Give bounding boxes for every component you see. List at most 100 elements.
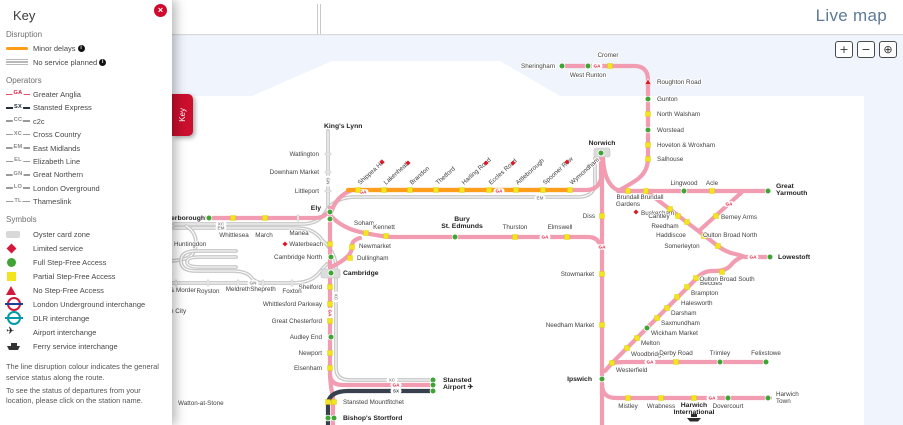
station-label[interactable]: Whittlesford Parkway <box>262 300 324 309</box>
station-marker[interactable] <box>645 156 651 162</box>
station-marker[interactable] <box>675 213 681 219</box>
station-marker[interactable] <box>429 381 437 389</box>
station-marker[interactable] <box>327 241 333 247</box>
station-marker[interactable] <box>513 187 519 193</box>
station-marker[interactable] <box>643 188 649 194</box>
station-marker[interactable] <box>486 187 492 193</box>
station-label[interactable]: Littleport <box>294 187 320 196</box>
station-label[interactable]: Wickham Market <box>650 329 699 338</box>
info-icon[interactable]: i <box>77 45 85 53</box>
station-marker[interactable] <box>599 271 605 277</box>
station-label[interactable]: Saxmundham <box>660 319 701 328</box>
station-label[interactable]: Oulton Broad North <box>702 231 759 240</box>
station-marker[interactable] <box>684 284 690 290</box>
station-marker[interactable] <box>327 284 333 290</box>
station-label[interactable]: Wrabness <box>646 402 676 411</box>
station-marker[interactable] <box>701 233 707 239</box>
station-label[interactable]: Thurston <box>502 223 529 232</box>
station-marker[interactable] <box>607 63 613 69</box>
station-label[interactable]: Woodbridge <box>630 350 666 359</box>
station-label[interactable]: Dovercourt <box>712 402 745 411</box>
station-label[interactable]: Oulton Broad South <box>698 275 756 284</box>
station-marker[interactable] <box>381 187 387 193</box>
station-label[interactable]: Roughton Road <box>656 78 703 87</box>
station-label[interactable]: Foxton <box>281 287 303 296</box>
station-marker[interactable] <box>598 375 606 383</box>
station-marker[interactable] <box>347 255 353 261</box>
station-label[interactable]: Berney Arms <box>720 213 758 222</box>
station-marker[interactable] <box>634 335 640 341</box>
station-label[interactable]: Ely <box>310 204 322 213</box>
station-marker[interactable] <box>719 269 725 275</box>
station-marker[interactable] <box>684 219 690 225</box>
key-tab[interactable]: Key <box>172 94 193 136</box>
station-marker[interactable] <box>429 387 437 395</box>
station-marker[interactable] <box>261 279 265 287</box>
station-marker[interactable] <box>451 233 459 241</box>
station-marker[interactable] <box>644 126 652 134</box>
station-label[interactable]: Sheringham <box>520 62 556 71</box>
station-marker[interactable] <box>584 62 592 70</box>
station-label[interactable]: Bishop's Stortford <box>342 414 403 423</box>
station-marker[interactable] <box>567 187 573 193</box>
station-marker[interactable] <box>383 233 389 239</box>
zoom-out-button[interactable]: − <box>857 41 875 58</box>
station-label[interactable]: Audley End <box>289 333 324 342</box>
station-label[interactable]: Ashwell & Morden <box>146 286 199 295</box>
station-marker[interactable] <box>296 214 300 222</box>
station-marker[interactable] <box>564 234 570 240</box>
station-label[interactable]: Waterbeach <box>288 240 324 249</box>
station-label[interactable]: North Walsham <box>656 110 701 119</box>
station-marker[interactable] <box>327 350 333 356</box>
station-marker[interactable] <box>713 213 719 219</box>
station-marker[interactable] <box>643 324 651 332</box>
station-marker[interactable] <box>205 214 213 222</box>
station-marker[interactable] <box>609 360 615 366</box>
station-label[interactable]: March <box>254 231 274 240</box>
station-marker[interactable] <box>658 395 664 401</box>
station-label[interactable]: Kennett <box>372 223 396 232</box>
station-label[interactable]: Stowmarket <box>560 270 595 279</box>
station-label[interactable]: Haddiscoe <box>655 231 687 240</box>
station-label[interactable]: Huntingdon <box>173 240 208 249</box>
station-marker[interactable] <box>327 253 335 261</box>
station-label[interactable]: Beccles <box>699 279 723 288</box>
station-marker[interactable] <box>330 414 338 422</box>
station-label[interactable]: Thetford <box>434 164 458 187</box>
station-marker[interactable] <box>645 142 651 148</box>
station-marker[interactable] <box>236 279 240 287</box>
station-marker[interactable] <box>764 394 772 402</box>
station-label[interactable]: Stansted Mountfitchet <box>342 398 405 407</box>
station-marker[interactable] <box>762 358 770 366</box>
station-marker[interactable] <box>326 208 334 216</box>
station-label[interactable]: West Runton <box>569 71 608 80</box>
station-label[interactable]: Brandon <box>408 164 433 187</box>
station-marker[interactable] <box>664 305 670 311</box>
station-marker[interactable] <box>433 187 439 193</box>
station-label[interactable]: Great Chesterford <box>271 317 324 326</box>
station-marker[interactable] <box>331 399 337 405</box>
station-marker[interactable] <box>325 399 331 405</box>
station-marker[interactable] <box>327 269 335 277</box>
station-marker[interactable] <box>407 187 413 193</box>
station-marker[interactable] <box>349 244 355 250</box>
station-marker[interactable] <box>324 189 332 193</box>
station-label[interactable]: Hoveton & Wroxham <box>656 141 716 150</box>
station-marker[interactable] <box>512 234 518 240</box>
station-label[interactable]: Felixstowe <box>750 349 782 358</box>
station-marker[interactable] <box>764 187 772 195</box>
station-label[interactable]: Shepreth <box>249 285 277 294</box>
station-label[interactable]: Peterborough <box>159 214 206 223</box>
locate-button[interactable]: ⊕ <box>879 41 897 58</box>
station-marker[interactable] <box>624 345 630 351</box>
station-label[interactable]: Shelford <box>298 283 324 292</box>
station-marker[interactable] <box>680 187 688 195</box>
station-marker[interactable] <box>716 358 724 366</box>
station-marker[interactable] <box>674 294 680 300</box>
station-label[interactable]: Soham <box>353 219 375 228</box>
station-label[interactable]: Halesworth <box>680 299 714 308</box>
info-icon[interactable]: i <box>99 58 107 66</box>
station-marker[interactable] <box>724 394 732 402</box>
